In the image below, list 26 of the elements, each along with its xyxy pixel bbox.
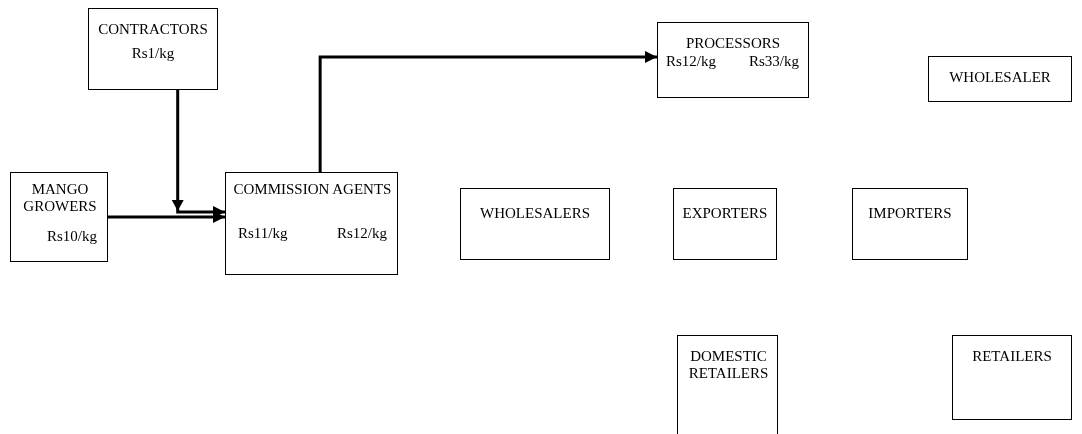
entity-name: WHOLESALER — [948, 69, 1052, 86]
entity-box — [928, 56, 1072, 102]
entity-box — [88, 8, 218, 90]
entity-box — [657, 22, 809, 98]
entity-name: EXPORTERS — [681, 205, 769, 222]
price-label: Rs33/kg — [749, 53, 799, 70]
entity-name: CONTRACTORS — [97, 21, 209, 38]
price-label: Rs12/kg — [666, 53, 716, 70]
entity-name: MANGO GROWERS — [22, 181, 98, 215]
price-label: Rs11/kg — [238, 225, 288, 242]
entity-box — [852, 188, 968, 260]
entity-name: WHOLESALERS — [479, 205, 591, 222]
entity-box — [677, 335, 778, 434]
entity-box — [460, 188, 610, 260]
entity-box — [225, 172, 398, 275]
entity-name: COMMISSION AGENTS — [232, 181, 393, 198]
entity-name: PROCESSORS — [684, 35, 782, 52]
price-label: Rs10/kg — [47, 228, 97, 245]
price-label: Rs1/kg — [130, 45, 176, 62]
entity-name: IMPORTERS — [867, 205, 953, 222]
entity-name: DOMESTIC RETAILERS — [687, 348, 770, 382]
price-label: Rs12/kg — [337, 225, 387, 242]
entity-box — [673, 188, 777, 260]
entity-box — [10, 172, 108, 262]
entity-box — [952, 335, 1072, 420]
entity-name: RETAILERS — [971, 348, 1053, 365]
